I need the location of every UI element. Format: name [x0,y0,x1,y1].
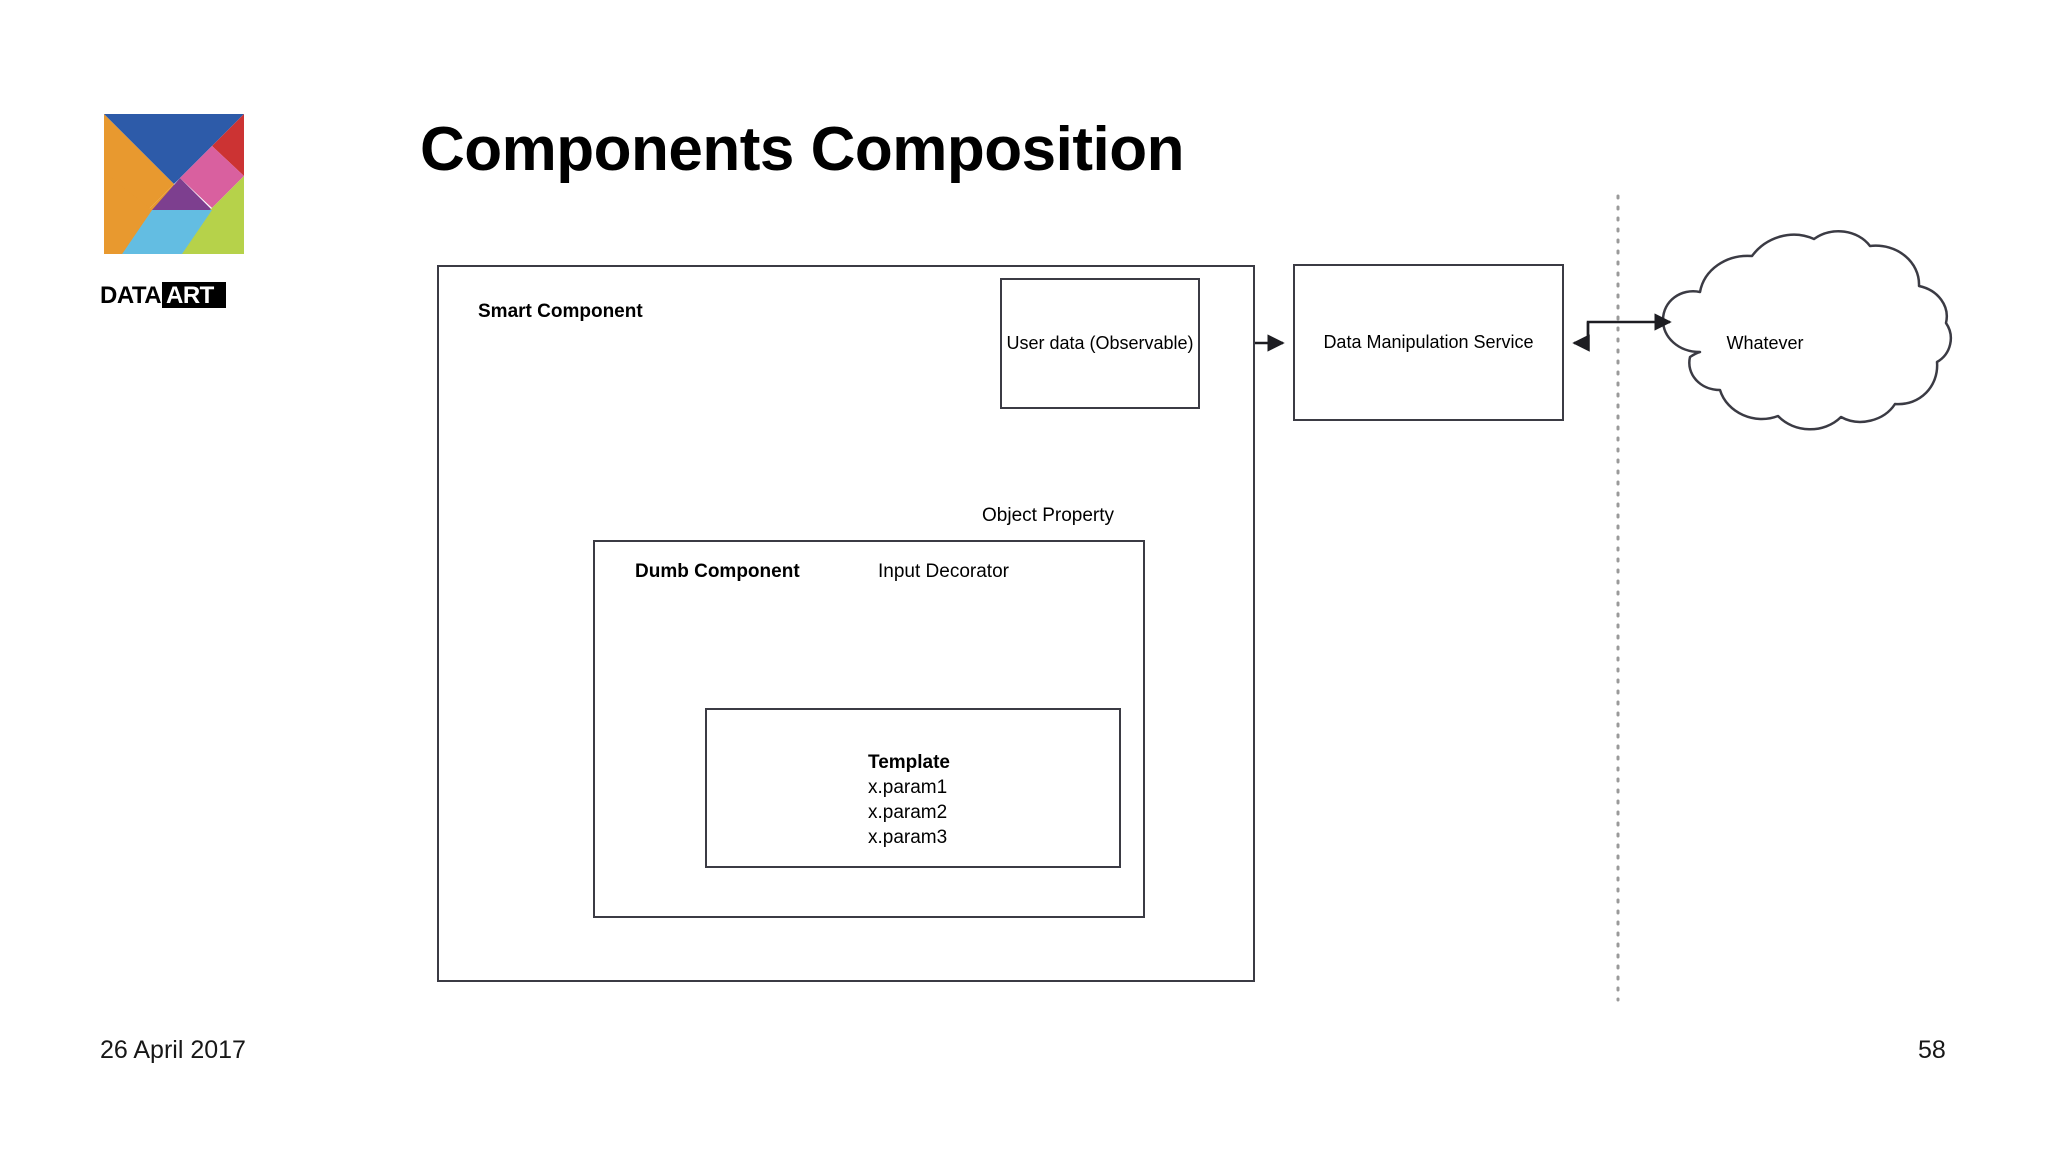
arrow-cloud-to-service [1572,322,1590,352]
wordmark-art-text: ART [166,282,215,309]
dumb-component-label: Dumb Component [635,561,800,582]
template-param-line-1: x.param1 [868,777,948,799]
data-manipulation-service-box [1293,264,1564,421]
whatever-cloud-shape [1661,230,1953,431]
dataart-wordmark: DATA ART [100,282,226,309]
page-title: Components Composition [420,115,1184,184]
template-param-line-2: x.param2 [868,802,948,824]
template-param-line-3: x.param3 [868,827,948,849]
wordmark-data-text: DATA [100,282,161,309]
input-decorator-label: Input Decorator [878,561,1009,582]
template-title-line: Template [868,752,951,773]
user-data-label: User data (Observable) [1006,333,1194,354]
slide-date: 26 April 2017 [100,1036,246,1064]
dataart-logo-mark [104,114,244,254]
object-property-label: Object Property [982,505,1114,526]
data-manipulation-service-label: Data Manipulation Service [1323,332,1534,353]
whatever-cloud-label: Whatever [1726,332,1804,353]
template-text-block: Template x.param1 x.param2 x.param3 [868,750,950,850]
user-data-box [1000,278,1200,409]
smart-component-label: Smart Component [478,301,643,322]
template-box [705,708,1121,868]
slide-page-number: 58 [1918,1036,1946,1064]
